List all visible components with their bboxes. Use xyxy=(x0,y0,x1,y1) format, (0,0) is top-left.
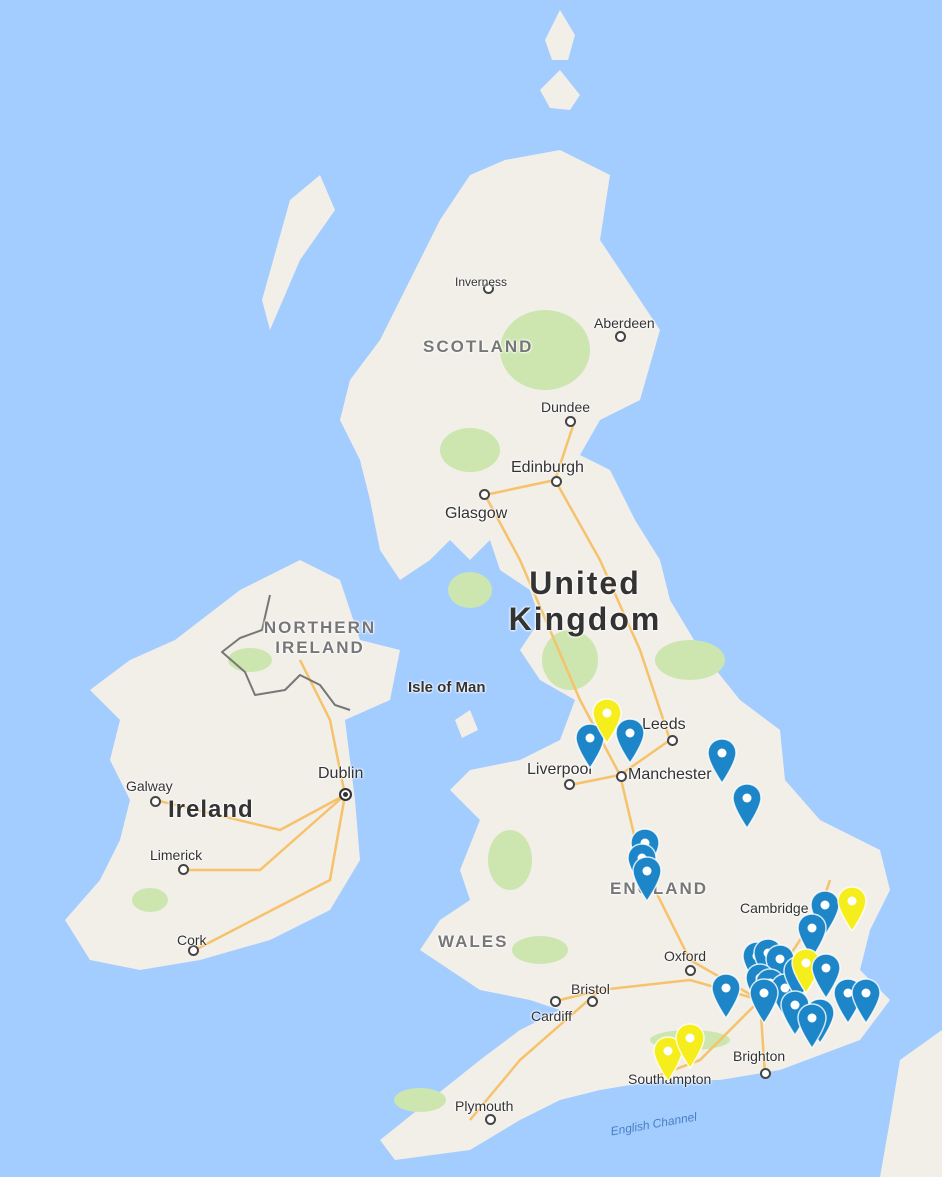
city-dot-cardiff xyxy=(550,996,561,1007)
ireland-landmass xyxy=(65,560,400,970)
map-pin-icon-blue-26[interactable] xyxy=(851,978,881,1024)
region-label-scotland: SCOTLAND xyxy=(423,337,534,356)
city-label-brighton: Brighton xyxy=(733,1048,786,1064)
isle-of-man-landmass xyxy=(455,710,478,738)
city-label-aberdeen: Aberdeen xyxy=(594,315,655,331)
map-pin-icon-blue-20[interactable] xyxy=(749,978,779,1024)
city-dot-dundee xyxy=(565,416,576,427)
city-dot-manchester xyxy=(616,771,627,782)
city-dot-cork xyxy=(188,945,199,956)
label-isle-of-man: Isle of Man xyxy=(408,679,486,696)
region-label-northern-ireland: NORTHERN IRELAND xyxy=(263,618,377,657)
city-label-glasgow: Glasgow xyxy=(445,505,508,522)
map-pin-icon-blue-4[interactable] xyxy=(732,783,762,829)
city-label-cambridge: Cambridge xyxy=(740,900,809,916)
city-label-dundee: Dundee xyxy=(541,399,591,415)
city-dot-edinburgh xyxy=(551,476,562,487)
city-dot-brighton xyxy=(760,1068,771,1079)
city-dot-aberdeen xyxy=(615,331,626,342)
shetland-landmass xyxy=(545,10,575,60)
orkney-landmass xyxy=(540,70,580,110)
hebrides-landmass xyxy=(262,175,335,330)
city-label-manchester: Manchester xyxy=(628,766,712,783)
france-coast xyxy=(880,1030,942,1177)
city-dot-limerick xyxy=(178,864,189,875)
great-britain-landmass xyxy=(340,150,890,1160)
city-label-plymouth: Plymouth xyxy=(455,1098,514,1114)
city-label-cork: Cork xyxy=(177,932,207,948)
city-dot-dublin xyxy=(339,788,352,801)
city-label-inverness: Inverness xyxy=(455,275,508,289)
city-dot-leeds xyxy=(667,735,678,746)
region-label-wales: WALES xyxy=(438,932,509,951)
country-label-united-kingdom: United Kingdom xyxy=(508,565,662,637)
city-dot-galway xyxy=(150,796,161,807)
map-pin-icon-blue-7[interactable] xyxy=(632,856,662,902)
city-dot-liverpool xyxy=(564,779,575,790)
city-dot-oxford xyxy=(685,965,696,976)
map-pin-icon-yellow-9[interactable] xyxy=(837,886,867,932)
city-label-oxford: Oxford xyxy=(664,948,707,964)
city-dot-bristol xyxy=(587,996,598,1007)
country-label-ireland: Ireland xyxy=(168,796,254,823)
city-label-leeds: Leeds xyxy=(642,716,686,733)
region-label-england: ENGLAND xyxy=(610,879,709,898)
map-pin-icon-blue-21[interactable] xyxy=(711,973,741,1019)
city-dot-inverness xyxy=(483,283,494,294)
map-pin-icon-yellow-28[interactable] xyxy=(675,1023,705,1069)
city-label-liverpool: Liverpool xyxy=(527,761,592,778)
map-pin-icon-blue-2[interactable] xyxy=(615,718,645,764)
city-label-cardiff: Cardiff xyxy=(531,1008,572,1024)
city-dot-glasgow xyxy=(479,489,490,500)
city-label-limerick: Limerick xyxy=(150,847,203,863)
city-dot-plymouth xyxy=(485,1114,496,1125)
city-label-galway: Galway xyxy=(126,778,173,794)
ireland-ni-border xyxy=(221,594,351,711)
map-pin-icon-blue-3[interactable] xyxy=(707,738,737,784)
city-label-bristol: Bristol xyxy=(571,981,610,997)
city-label-edinburgh: Edinburgh xyxy=(511,459,584,476)
city-label-dublin: Dublin xyxy=(318,765,364,782)
